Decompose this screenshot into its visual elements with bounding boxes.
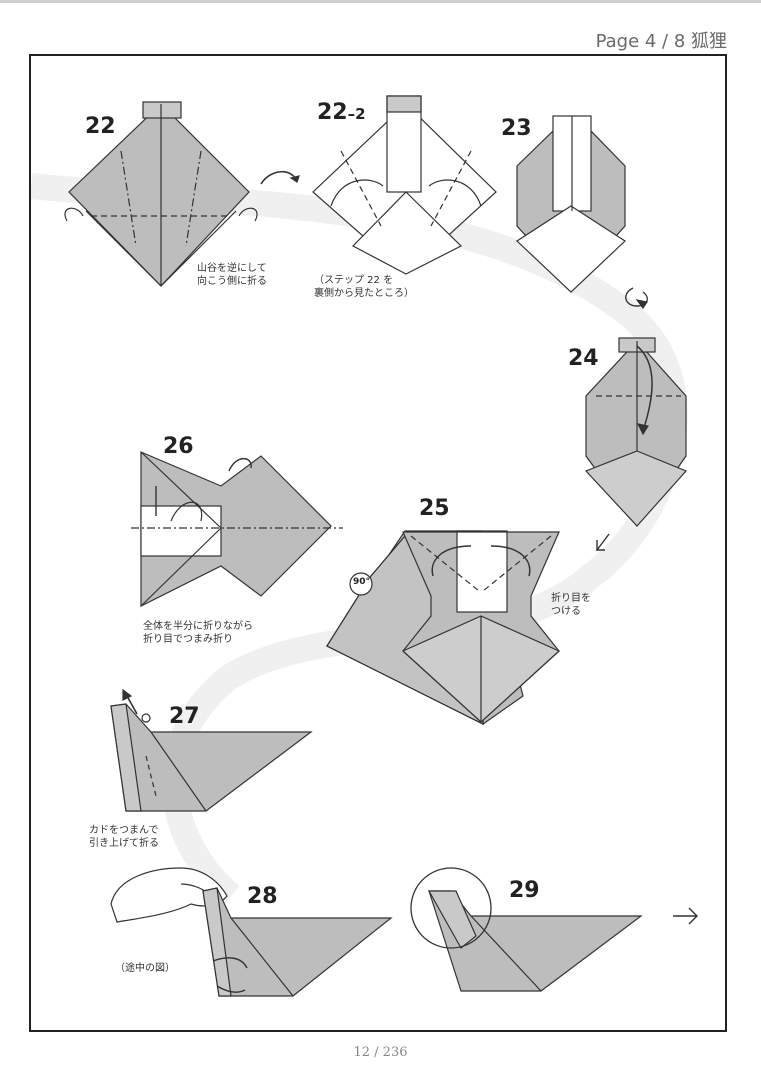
page-header: Page 4 / 8 狐狸: [595, 31, 727, 52]
rotate-arrow-icon: [625, 287, 648, 307]
step-27-number: 27: [169, 704, 200, 729]
step-22-number: 22: [85, 114, 116, 139]
note-step-25: 折り目を つける: [551, 593, 591, 617]
step-22-2-model: [312, 95, 497, 275]
step-28-model: [202, 887, 393, 997]
rotate-90-label: 90°: [353, 577, 371, 587]
top-border: [0, 0, 761, 3]
note-step-22: 山谷を逆にして 向こう側に折る: [197, 263, 267, 287]
page-counter: 12 / 236: [353, 1045, 408, 1060]
step-22-2-number: 22–2: [317, 100, 366, 125]
note-step-28: （途中の図）: [115, 963, 175, 974]
note-step-27: カドをつまんで 引き上げて折る: [89, 825, 159, 849]
step-23-number: 23: [501, 116, 532, 141]
rotate-90-icon: [349, 572, 373, 596]
origami-diagrams: [64, 95, 698, 997]
step-24-model: [584, 337, 688, 528]
step-26-number: 26: [163, 434, 194, 459]
step-29-model: [410, 867, 643, 992]
step-29-number: 29: [509, 878, 540, 903]
step-28-number: 28: [247, 884, 278, 909]
step-22-model: [64, 101, 258, 287]
arrow-down-left-icon: [595, 533, 610, 551]
next-arrow-icon: [673, 907, 698, 925]
step-25-shape: [401, 531, 561, 723]
note-step-22-2: （ステップ 22 を 裏側から見たところ）: [314, 275, 414, 299]
step-25-number: 25: [419, 496, 450, 521]
step-23-model: [516, 115, 626, 293]
step-24-number: 24: [568, 346, 599, 371]
step-27-model: [110, 688, 313, 812]
diagram-frame: 22 22–2 23 24 25 26 27 28 29 山谷を逆にして 向こう…: [29, 54, 727, 1032]
note-step-26: 全体を半分に折りながら 折り目でつまみ折り: [143, 621, 253, 645]
step-26-model: [131, 451, 343, 607]
